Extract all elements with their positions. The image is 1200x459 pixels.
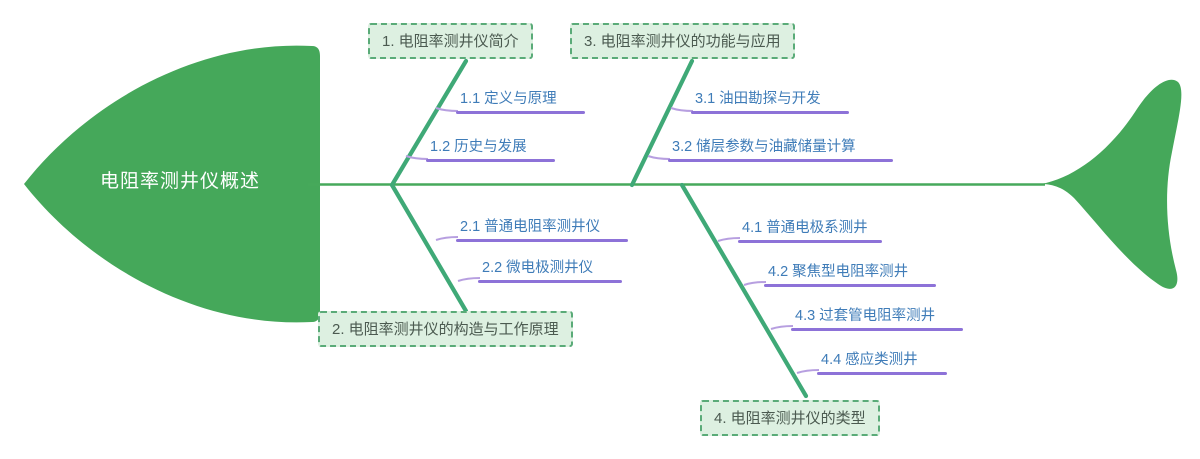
sub-item-1-2[interactable]: 1.2 历史与发展: [426, 138, 555, 162]
sub-hook-4-3: [770, 325, 794, 330]
sub-hook-2-2: [457, 277, 481, 282]
category-box-4-label: 4. 电阻率测井仪的类型: [714, 409, 866, 427]
sub-item-4-3-label: 4.3 过套管电阻率测井: [795, 308, 936, 324]
bone-line-2: [389, 182, 469, 314]
sub-item-2-1-rule: [456, 239, 628, 242]
category-box-4[interactable]: 4. 电阻率测井仪的类型: [700, 400, 880, 436]
bone-line-4: [679, 182, 809, 399]
category-box-1-label: 1. 电阻率测井仪简介: [382, 32, 519, 50]
sub-item-2-1[interactable]: 2.1 普通电阻率测井仪: [456, 218, 628, 242]
sub-hook-1-2: [405, 155, 429, 160]
sub-item-1-1-label: 1.1 定义与原理: [460, 91, 557, 107]
sub-item-4-2-rule: [764, 284, 936, 287]
sub-item-4-4-label: 4.4 感应类测井: [821, 352, 918, 368]
category-box-2-label: 2. 电阻率测井仪的构造与工作原理: [332, 320, 559, 338]
sub-item-3-1[interactable]: 3.1 油田勘探与开发: [691, 90, 849, 114]
bone-line-3: [629, 58, 695, 188]
sub-hook-3-2: [647, 155, 671, 160]
fish-head-shape: [24, 45, 320, 323]
sub-item-4-1[interactable]: 4.1 普通电极系测井: [738, 219, 882, 243]
sub-item-1-1[interactable]: 1.1 定义与原理: [456, 90, 585, 114]
sub-item-3-2-rule: [668, 159, 893, 162]
sub-hook-4-1: [717, 237, 741, 242]
sub-item-1-2-label: 1.2 历史与发展: [430, 139, 527, 155]
sub-item-3-1-rule: [691, 111, 849, 114]
sub-hook-3-1: [670, 107, 694, 112]
sub-item-4-3[interactable]: 4.3 过套管电阻率测井: [791, 307, 963, 331]
category-box-3-label: 3. 电阻率测井仪的功能与应用: [584, 32, 781, 50]
sub-item-3-2-label: 3.2 储层参数与油藏储量计算: [672, 139, 856, 155]
sub-item-4-4[interactable]: 4.4 感应类测井: [817, 351, 947, 375]
sub-item-4-3-rule: [791, 328, 963, 331]
sub-hook-1-1: [435, 107, 459, 112]
sub-hook-2-1: [435, 236, 459, 241]
sub-item-2-1-label: 2.1 普通电阻率测井仪: [460, 219, 601, 235]
sub-item-4-2[interactable]: 4.2 聚焦型电阻率测井: [764, 263, 936, 287]
sub-hook-4-2: [743, 281, 767, 286]
category-box-2[interactable]: 2. 电阻率测井仪的构造与工作原理: [318, 311, 573, 347]
fish-tail-shape: [1041, 79, 1182, 289]
sub-item-3-1-label: 3.1 油田勘探与开发: [695, 91, 821, 107]
sub-item-4-1-rule: [738, 240, 882, 243]
bone-line-1: [389, 58, 469, 188]
sub-item-4-1-label: 4.1 普通电极系测井: [742, 220, 868, 236]
sub-item-3-2[interactable]: 3.2 储层参数与油藏储量计算: [668, 138, 893, 162]
sub-item-1-1-rule: [456, 111, 585, 114]
sub-item-2-2-label: 2.2 微电极测井仪: [482, 260, 594, 276]
category-box-1[interactable]: 1. 电阻率测井仪简介: [368, 23, 533, 59]
sub-item-4-4-rule: [817, 372, 947, 375]
category-box-3[interactable]: 3. 电阻率测井仪的功能与应用: [570, 23, 795, 59]
sub-item-2-2-rule: [478, 280, 622, 283]
sub-item-2-2[interactable]: 2.2 微电极测井仪: [478, 259, 622, 283]
sub-hook-4-4: [796, 369, 820, 374]
sub-item-1-2-rule: [426, 159, 555, 162]
center-topic-label: 电阻率测井仪概述: [99, 171, 260, 192]
sub-item-4-2-label: 4.2 聚焦型电阻率测井: [768, 264, 909, 280]
